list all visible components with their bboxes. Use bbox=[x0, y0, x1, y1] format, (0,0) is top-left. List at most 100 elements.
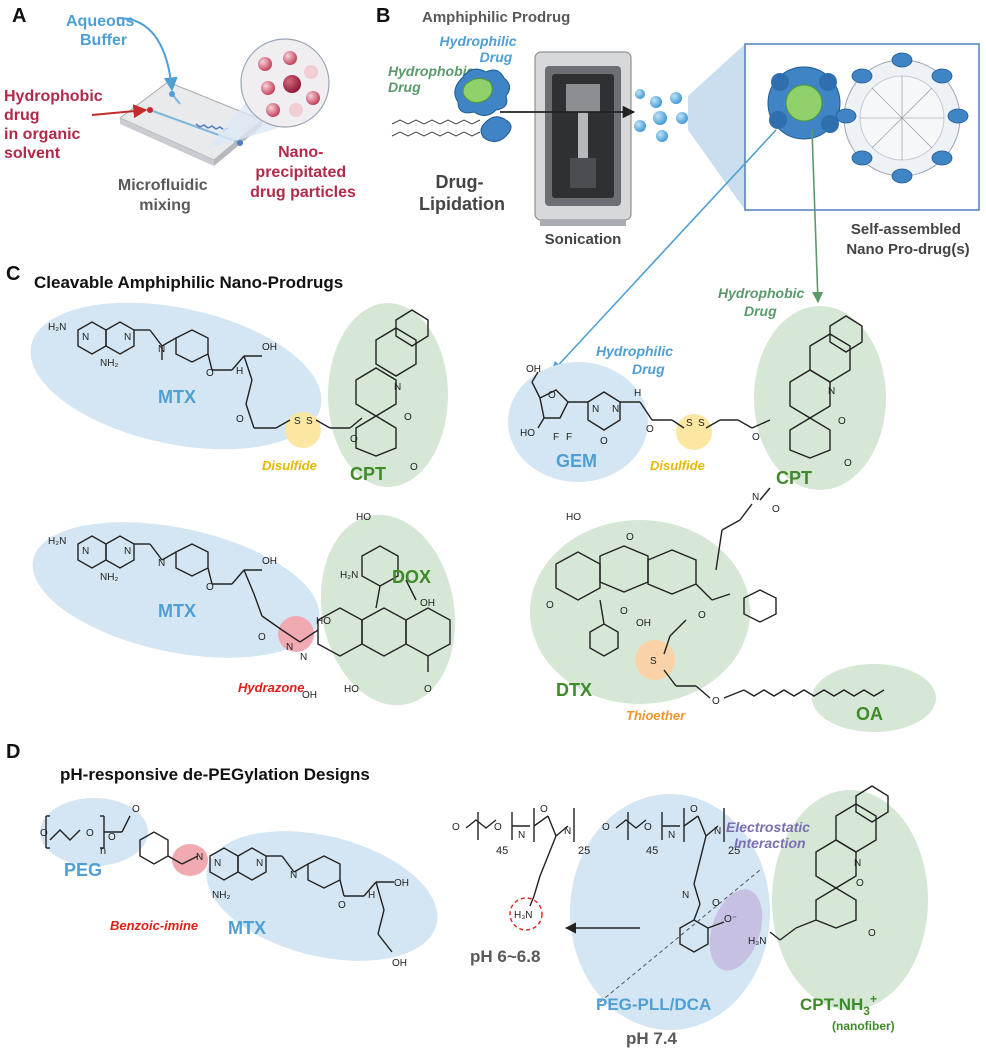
prodrug-molecule bbox=[454, 68, 510, 116]
hydrophilic-link-arrow bbox=[551, 129, 777, 373]
svg-text:HO: HO bbox=[566, 512, 581, 523]
svg-text:F: F bbox=[553, 432, 559, 443]
peg-repeat-n: n bbox=[100, 845, 106, 857]
svg-text:O: O bbox=[258, 632, 266, 643]
svg-text:H: H bbox=[634, 388, 641, 399]
sonicator bbox=[534, 51, 632, 226]
oa-region bbox=[812, 664, 936, 732]
svg-text:O: O bbox=[752, 432, 760, 443]
mtx-hydrazone-dox-structure: H₂N NH₂ N N N O OH O N N HO HO H₂N OH O … bbox=[48, 512, 451, 701]
dtx-thioether-oa-structure: HO O O OH O O N O S O bbox=[546, 487, 885, 707]
svg-text:OH: OH bbox=[302, 690, 317, 701]
svg-text:H: H bbox=[368, 890, 375, 901]
thioether-label: Thioether bbox=[626, 708, 686, 723]
svg-text:O: O bbox=[540, 804, 548, 815]
svg-text:H: H bbox=[236, 366, 243, 377]
svg-text:O: O bbox=[206, 582, 214, 593]
svg-text:H₃N: H₃N bbox=[514, 910, 533, 921]
svg-text:HO: HO bbox=[356, 512, 371, 523]
svg-text:N: N bbox=[300, 652, 307, 663]
svg-text:NH₂: NH₂ bbox=[100, 572, 118, 583]
gem-label: GEM bbox=[556, 451, 597, 471]
svg-text:O: O bbox=[844, 458, 852, 469]
mtx-ss-cpt-structure: H₂N NH₂ N N N O H OH O S S O N O O bbox=[48, 309, 429, 473]
svg-text:O: O bbox=[712, 696, 720, 707]
dox-label: DOX bbox=[392, 567, 431, 587]
svg-text:HO: HO bbox=[520, 428, 535, 439]
panel-c-letter: C bbox=[6, 263, 20, 285]
svg-text:O⁻: O⁻ bbox=[724, 914, 737, 925]
svg-text:N: N bbox=[286, 642, 293, 653]
peg-imine-mtx-structure: O O O O N N N NH₂ N O H OH OH bbox=[40, 804, 409, 969]
svg-text:O: O bbox=[404, 412, 412, 423]
panel-c: C Cleavable Amphiphilic Nano-Prodrugs bbox=[6, 263, 936, 732]
disulfide-label-1: Disulfide bbox=[262, 458, 317, 473]
gem-ss-cpt-structure: OH HO F F O N N O H O S S O N O O bbox=[520, 315, 863, 469]
svg-text:F: F bbox=[566, 432, 572, 443]
panel-b: B Amphiphilic Prodrug Hydrophilic Drug H… bbox=[376, 5, 980, 373]
amphiphilic-prodrug-title: Amphiphilic Prodrug bbox=[422, 9, 570, 26]
hydrophobic-link-arrow bbox=[811, 129, 824, 304]
mtx-region-2 bbox=[32, 522, 320, 658]
svg-text:S: S bbox=[294, 416, 301, 427]
zoom-beam bbox=[688, 44, 745, 210]
pll-repeat-25a: 25 bbox=[578, 845, 590, 857]
svg-text:N: N bbox=[290, 870, 297, 881]
panel-a-letter: A bbox=[12, 5, 26, 27]
svg-text:O: O bbox=[108, 832, 116, 843]
microfluidic-mixing-label: Microfluidic mixing bbox=[118, 177, 212, 214]
svg-text:O: O bbox=[690, 804, 698, 815]
panel-d-title: pH-responsive de-PEGylation Designs bbox=[60, 765, 370, 784]
hydrazone-region bbox=[278, 616, 314, 652]
self-assembled-label: Self-assembled Nano Pro-drug(s) bbox=[846, 221, 969, 258]
svg-text:O: O bbox=[86, 828, 94, 839]
electrostatic-label: Electrostatic Interaction bbox=[726, 819, 814, 851]
svg-text:H₃N: H₃N bbox=[748, 936, 767, 947]
peg-repeat-45b: 45 bbox=[646, 845, 658, 857]
svg-text:N: N bbox=[682, 890, 689, 901]
oa-label: OA bbox=[856, 704, 883, 724]
hydrophobic-drug-label-b: Hydrophobic Drug bbox=[388, 63, 478, 95]
svg-text:N: N bbox=[828, 386, 835, 397]
peg-pll-dca-structure: O O N O N N O O⁻ H₃N bbox=[602, 804, 767, 953]
cpt-region-1 bbox=[328, 303, 448, 487]
svg-text:H₂N: H₂N bbox=[48, 536, 66, 547]
svg-text:S: S bbox=[650, 656, 657, 667]
svg-text:O: O bbox=[838, 416, 846, 427]
svg-text:S: S bbox=[306, 416, 313, 427]
peg-pll-region bbox=[570, 794, 770, 1030]
svg-text:N: N bbox=[256, 858, 263, 869]
electrostatic-region bbox=[709, 889, 763, 971]
svg-text:N: N bbox=[158, 344, 165, 355]
ph-low-label: pH 6~6.8 bbox=[470, 947, 540, 966]
svg-text:S: S bbox=[698, 418, 705, 429]
peg-region bbox=[40, 798, 148, 866]
nanoprecipitated-label: Nano- precipitated drug particles bbox=[250, 144, 356, 201]
panel-b-letter: B bbox=[376, 5, 390, 27]
svg-text:O: O bbox=[40, 828, 48, 839]
liposome bbox=[835, 52, 969, 184]
svg-text:O: O bbox=[494, 822, 502, 833]
svg-text:HO: HO bbox=[344, 684, 359, 695]
svg-text:O: O bbox=[338, 900, 346, 911]
disulfide-region-2 bbox=[676, 414, 712, 450]
svg-text:N: N bbox=[564, 826, 571, 837]
panel-c-title: Cleavable Amphiphilic Nano-Prodrugs bbox=[34, 273, 343, 292]
svg-text:N: N bbox=[158, 558, 165, 569]
aqueous-buffer-label: Aqueous Buffer bbox=[66, 13, 139, 49]
svg-text:O: O bbox=[856, 878, 864, 889]
gem-region bbox=[508, 362, 648, 482]
svg-text:N: N bbox=[714, 826, 721, 837]
svg-text:O: O bbox=[424, 684, 432, 695]
peg-pll-dca-label: PEG-PLL/DCA bbox=[596, 995, 711, 1014]
disulfide-region-1 bbox=[285, 412, 321, 448]
svg-text:OH: OH bbox=[526, 364, 541, 375]
lipidated-drug-head bbox=[480, 116, 512, 142]
svg-text:N: N bbox=[394, 382, 401, 393]
sonication-label: Sonication bbox=[545, 231, 622, 248]
svg-text:O: O bbox=[868, 928, 876, 939]
svg-text:O: O bbox=[620, 606, 628, 617]
svg-text:O: O bbox=[206, 368, 214, 379]
micelle-core bbox=[767, 66, 841, 140]
panel-d: D pH-responsive de-PEGylation Designs bbox=[6, 741, 928, 1048]
